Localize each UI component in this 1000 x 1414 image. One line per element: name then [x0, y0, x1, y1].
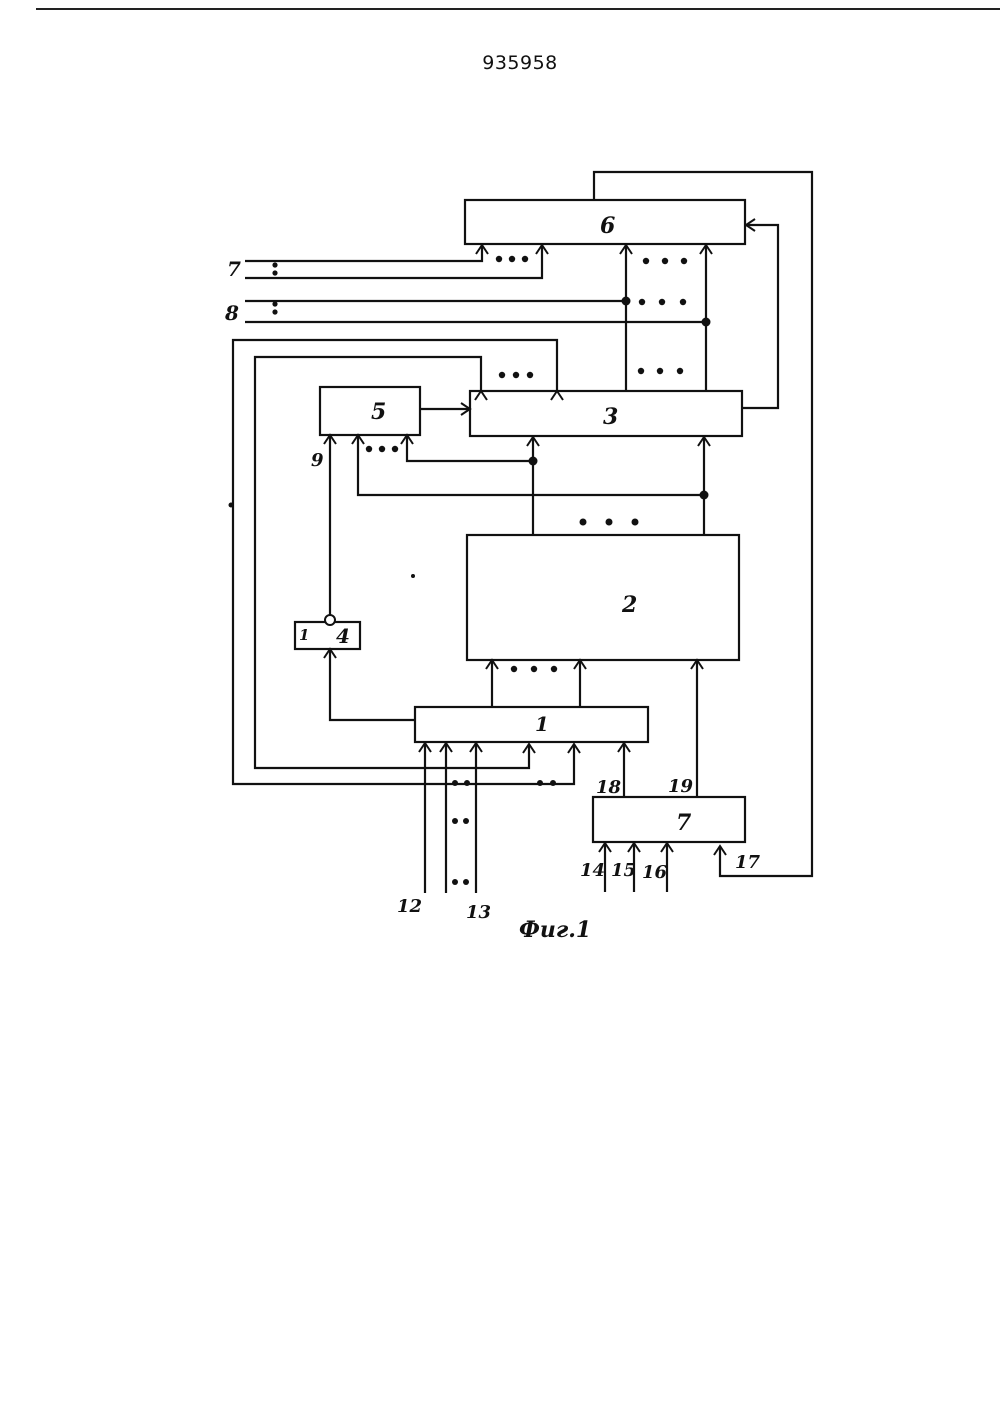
connections: [233, 172, 812, 893]
block-5: 5: [320, 387, 420, 435]
block-2: 2: [467, 535, 739, 660]
label-13: 13: [466, 902, 491, 923]
block-6-label: 6: [600, 213, 615, 239]
label-7: 7: [227, 257, 241, 281]
figure-caption: Фиг.1: [519, 917, 591, 943]
block-1-label: 1: [535, 712, 549, 736]
label-12: 12: [397, 896, 422, 917]
label-8: 8: [224, 301, 239, 325]
block-2-label: 2: [621, 592, 637, 618]
label-16: 16: [642, 862, 668, 883]
label-14: 14: [580, 860, 605, 881]
label-15: 15: [611, 860, 636, 881]
block-4-inner-label: 1: [299, 626, 309, 644]
label-9: 9: [311, 450, 324, 471]
label-18: 18: [596, 777, 622, 798]
block-7: 7: [593, 797, 745, 842]
inverter-circle: [325, 615, 335, 625]
block-3-label: 3: [603, 404, 618, 430]
label-19: 19: [668, 776, 694, 797]
block-1: 1: [415, 707, 648, 742]
block-6: 6: [465, 200, 745, 244]
block-3: 3: [470, 391, 742, 436]
label-17: 17: [735, 852, 761, 873]
block-4: 1 4: [295, 615, 360, 649]
block-5-label: 5: [371, 399, 386, 425]
block-7-label: 7: [676, 810, 692, 836]
block-4-label: 4: [336, 624, 350, 648]
